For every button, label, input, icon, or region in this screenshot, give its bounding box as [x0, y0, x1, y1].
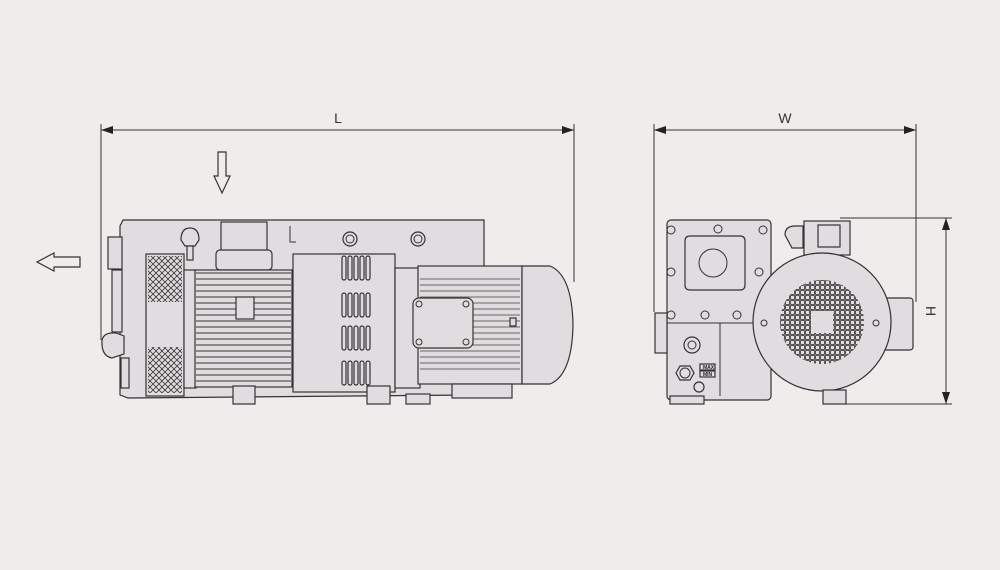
oil-min-label: MIN: [703, 372, 713, 378]
pump-side-view: [101, 219, 574, 405]
vent-slot: [353, 325, 359, 351]
vent-slot: [365, 360, 371, 386]
length-label: L: [334, 110, 342, 126]
vent-slot: [353, 360, 359, 386]
vent-slot: [365, 255, 371, 281]
vent-slot: [359, 325, 365, 351]
vent-slot: [347, 325, 353, 351]
vent-slot: [341, 292, 347, 318]
exhaust-arrow-icon: [35, 252, 81, 272]
vent-slot: [347, 360, 353, 386]
vent-slot: [347, 292, 353, 318]
width-label: W: [778, 110, 792, 126]
vent-slot: [347, 255, 353, 281]
vent-slot: [359, 360, 365, 386]
inlet-arrow-icon: [213, 151, 231, 195]
height-label: H: [923, 306, 939, 316]
vent-slot: [365, 292, 371, 318]
vent-slot: [365, 325, 371, 351]
dimension-height: H: [840, 217, 952, 405]
vent-slot: [341, 325, 347, 351]
dimension-width: W: [653, 110, 917, 312]
oil-max-label: MAX: [703, 365, 715, 371]
pump-front-view: MAX MIN: [654, 219, 914, 405]
vent-slot: [359, 292, 365, 318]
vent-slot: [341, 255, 347, 281]
vent-slot: [359, 255, 365, 281]
vent-slot: [353, 255, 359, 281]
dimension-length: L: [100, 110, 575, 340]
vent-slot: [353, 292, 359, 318]
vent-slot: [341, 360, 347, 386]
